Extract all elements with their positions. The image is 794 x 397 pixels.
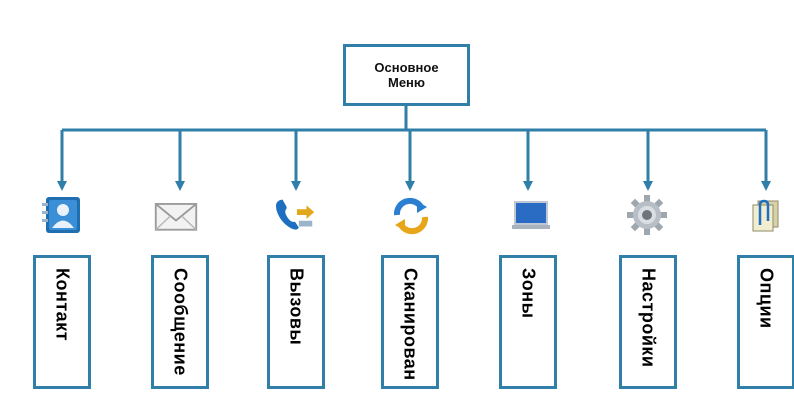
item-box-calls: Вызовы bbox=[267, 255, 325, 389]
contact-book-icon bbox=[39, 192, 85, 238]
main-menu-box: Основное Меню bbox=[343, 44, 470, 106]
phone-calls-icon bbox=[272, 192, 318, 238]
item-box-contact: Контакт bbox=[33, 255, 91, 389]
envelope-icon bbox=[153, 192, 199, 238]
gear-icon bbox=[624, 192, 670, 238]
item-box-message: Сообщение bbox=[151, 255, 209, 389]
item-label-scan: Сканирован bbox=[400, 268, 421, 381]
item-label-calls: Вызовы bbox=[286, 268, 307, 346]
item-box-options: Опции bbox=[737, 255, 794, 389]
main-menu-title-line2: Меню bbox=[387, 75, 425, 90]
item-label-options: Опции bbox=[756, 268, 777, 329]
item-label-zones: Зоны bbox=[518, 268, 539, 319]
zones-screen-icon bbox=[508, 192, 554, 238]
item-box-scan: Сканирован bbox=[381, 255, 439, 389]
item-box-settings: Настройки bbox=[619, 255, 677, 389]
scan-refresh-icon bbox=[388, 192, 434, 238]
item-box-zones: Зоны bbox=[499, 255, 557, 389]
item-label-contact: Контакт bbox=[52, 268, 73, 342]
item-label-message: Сообщение bbox=[170, 268, 191, 376]
paperclip-options-icon bbox=[743, 192, 789, 238]
item-label-settings: Настройки bbox=[638, 268, 659, 368]
main-menu-title-line1: Основное bbox=[374, 60, 439, 75]
